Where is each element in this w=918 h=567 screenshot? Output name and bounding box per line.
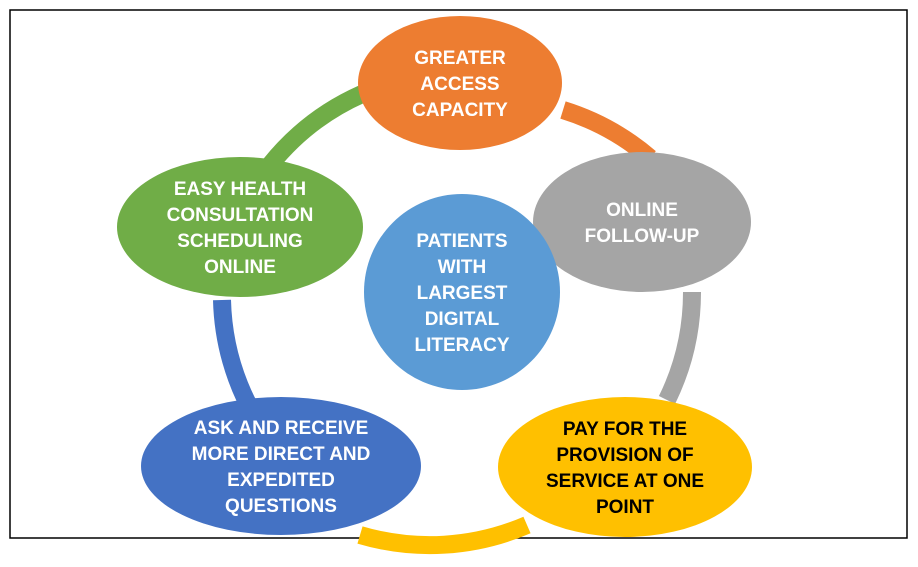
node-pay-for-service: PAY FOR THE PROVISION OF SERVICE AT ONE POI… bbox=[498, 397, 752, 537]
label-line: DIGITAL bbox=[425, 309, 500, 330]
label-line: SERVICE AT ONE bbox=[546, 471, 704, 492]
node-ask-and-receive: ASK AND RECEIVE MORE DIRECT AND EXPEDITED Q… bbox=[141, 397, 421, 535]
connector-arc-pay-for-service bbox=[357, 516, 531, 555]
label-line: PATIENTS bbox=[416, 231, 507, 252]
node-easy-scheduling-ellipse bbox=[117, 157, 363, 297]
label-line: ONLINE bbox=[606, 200, 678, 221]
label-line: POINT bbox=[596, 497, 654, 518]
node-online-follow-up: ONLINE FOLLOW-UP bbox=[533, 152, 751, 292]
node-greater-access-label: GREATER ACCESS CAPACITY bbox=[412, 48, 508, 121]
label-line: MORE DIRECT AND bbox=[192, 444, 371, 465]
connector-arc-online-follow-up bbox=[658, 291, 702, 404]
label-line: QUESTIONS bbox=[225, 496, 337, 517]
node-online-follow-up-ellipse bbox=[533, 152, 751, 292]
label-line: CAPACITY bbox=[412, 100, 508, 121]
label-line: SCHEDULING bbox=[177, 231, 303, 252]
label-line: ONLINE bbox=[204, 257, 276, 278]
label-line: EXPEDITED bbox=[227, 470, 335, 491]
node-ask-and-receive-ellipse bbox=[141, 397, 421, 535]
label-line: ACCESS bbox=[420, 74, 499, 95]
label-line: WITH bbox=[438, 257, 487, 278]
center-node-circle bbox=[364, 194, 560, 390]
label-line: PROVISION OF bbox=[556, 445, 693, 466]
node-online-follow-up-label: ONLINE FOLLOW-UP bbox=[585, 200, 700, 247]
node-pay-for-service-label: PAY FOR THE PROVISION OF SERVICE AT ONE POI… bbox=[546, 419, 704, 518]
label-line: GREATER bbox=[414, 48, 506, 69]
node-easy-scheduling-label: EASY HEALTH CONSULTATION SCHEDULING ONLINE bbox=[167, 179, 314, 278]
label-line: LARGEST bbox=[417, 283, 508, 304]
node-easy-scheduling: EASY HEALTH CONSULTATION SCHEDULING ONLINE bbox=[117, 157, 363, 297]
label-line: ASK AND RECEIVE bbox=[194, 418, 369, 439]
center-node: PATIENTS WITH LARGEST DIGITAL LITERACY bbox=[364, 194, 560, 390]
label-line: FOLLOW-UP bbox=[585, 226, 700, 247]
center-node-label: PATIENTS WITH LARGEST DIGITAL LITERACY bbox=[415, 231, 510, 356]
node-ask-and-receive-label: ASK AND RECEIVE MORE DIRECT AND EXPEDITED Q… bbox=[192, 418, 371, 517]
connector-arc-easy-scheduling bbox=[262, 85, 366, 171]
node-pay-for-service-ellipse bbox=[498, 397, 752, 537]
label-line: LITERACY bbox=[415, 335, 510, 356]
node-greater-access-ellipse bbox=[358, 16, 562, 150]
label-line: CONSULTATION bbox=[167, 205, 314, 226]
node-greater-access: GREATER ACCESS CAPACITY bbox=[358, 16, 562, 150]
label-line: EASY HEALTH bbox=[174, 179, 306, 200]
label-line: PAY FOR THE bbox=[563, 419, 687, 440]
